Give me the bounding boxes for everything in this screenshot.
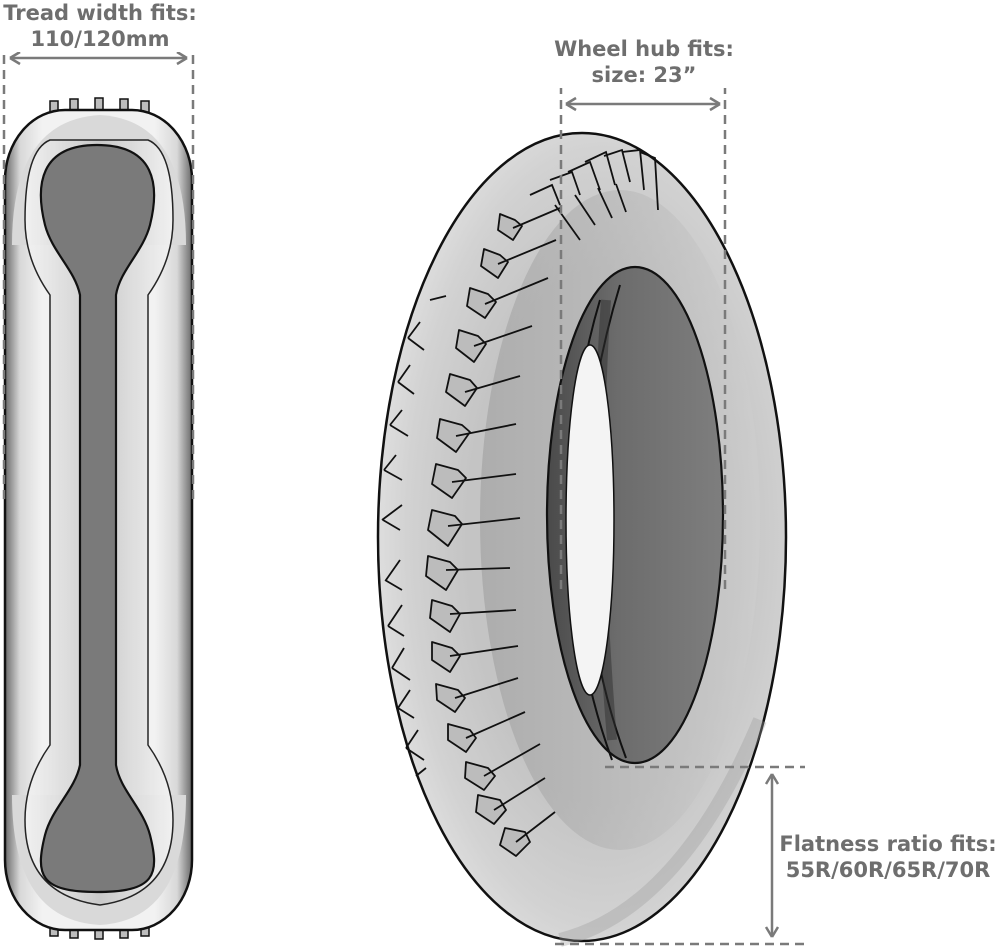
flatness-ratio-title: Flatness ratio fits: <box>779 832 997 856</box>
tread-width-dimension <box>2 40 195 500</box>
tread-width-title: Tread width fits: <box>3 1 197 25</box>
wheel-hub-title: Wheel hub fits: <box>554 37 734 61</box>
wheel-hub-dimension <box>559 85 727 590</box>
tread-width-value: 110/120mm <box>30 27 170 51</box>
wheel-hub-value: size: 23” <box>591 63 697 87</box>
flatness-ratio-value: 55R/60R/65R/70R <box>785 858 991 882</box>
tread-width-label: Tread width fits: 110/120mm <box>0 0 200 52</box>
tread-lines <box>381 148 659 843</box>
tire-cross-section <box>3 97 194 940</box>
tire-perspective <box>376 131 788 947</box>
wheel-hub-label: Wheel hub fits: size: 23” <box>550 36 738 88</box>
tread-pattern <box>425 213 531 857</box>
top-tread-studs <box>49 97 150 116</box>
flatness-ratio-dimension <box>555 765 805 946</box>
flatness-ratio-label: Flatness ratio fits: 55R/60R/65R/70R <box>778 831 998 883</box>
